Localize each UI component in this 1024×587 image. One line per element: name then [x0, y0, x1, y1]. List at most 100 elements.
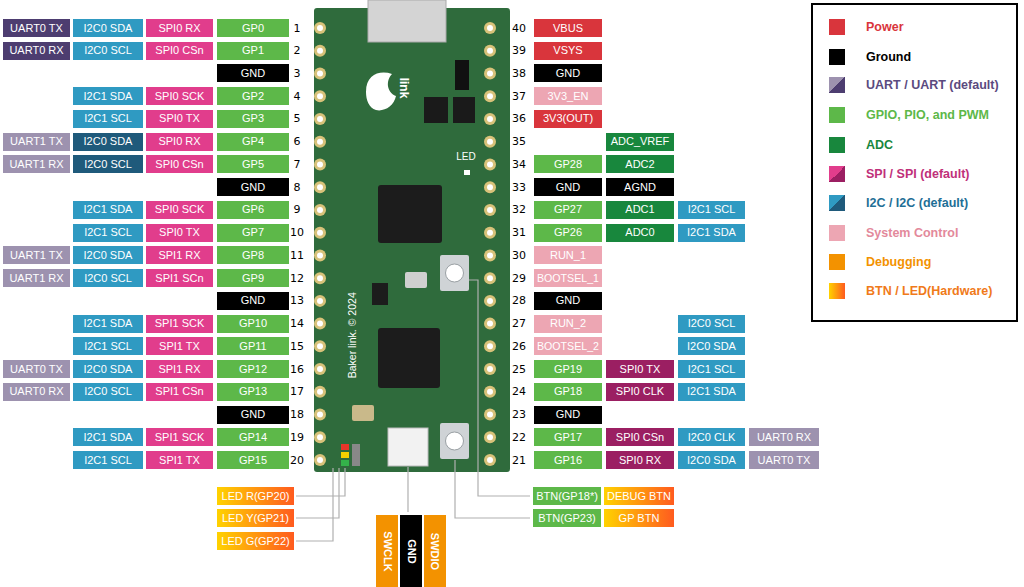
pin-function-text: 3V3_EN [548, 91, 589, 102]
leader-line [469, 280, 530, 496]
pin-function-text: GP19 [554, 364, 582, 375]
pin-function-label: I2C1 SCL [73, 451, 143, 469]
pad [484, 318, 496, 330]
pin-function-label: I2C0 SDA [73, 19, 143, 37]
pin-number: 8 [294, 182, 301, 193]
pin-function-label: SPI1 CSn [146, 383, 213, 401]
pad-hole [317, 343, 323, 349]
pin-number: 33 [512, 182, 526, 193]
pin-function-text: VBUS [553, 23, 583, 34]
legend-text: Debugging [866, 254, 931, 270]
pin-function-text: SWDIO [430, 532, 441, 569]
pin-function-text: LED R(GP20) [222, 491, 290, 502]
pin-function-label: GP4 [217, 133, 289, 151]
pad-hole [317, 48, 323, 54]
pin-function-label: BTN(GP18*) [533, 487, 601, 505]
pin-function-text: GP16 [554, 455, 582, 466]
legend-text: Power [866, 19, 904, 35]
pin-function-label: I2C0 CLK [678, 428, 745, 446]
pin-number: 12 [290, 273, 304, 284]
pin-function-text: GP9 [242, 273, 264, 284]
pin-function-text: I2C1 SDA [687, 227, 736, 238]
pad [484, 113, 496, 125]
pin-number: 4 [294, 91, 301, 102]
pad [314, 272, 326, 284]
pin-number: 1 [294, 23, 301, 34]
pin-function-label: I2C0 SCL [73, 155, 143, 173]
legend-swatch [829, 225, 845, 241]
pad [484, 431, 496, 443]
pin-function-text: UART0 RX [9, 386, 63, 397]
pad-hole [487, 434, 493, 440]
pin-number: 29 [512, 273, 526, 284]
pin-function-text: I2C1 SCL [84, 455, 132, 466]
debug-pin-label: SWCLK [376, 515, 398, 587]
pad [314, 318, 326, 330]
pin-number: 14 [290, 318, 304, 329]
legend-text: System Control [866, 225, 958, 241]
pin-function-text: I2C1 SDA [84, 91, 133, 102]
pad [314, 113, 326, 125]
pad-hole [487, 139, 493, 145]
pin-function-label: SPI0 CLK [606, 383, 674, 401]
pin-function-label: AGND [606, 178, 674, 196]
pad [484, 136, 496, 148]
pin-number: 36 [512, 113, 526, 124]
leader-lines [296, 280, 530, 541]
board-marking: Baker link. © 2024 [347, 292, 358, 378]
pin-function-text: GP11 [239, 341, 266, 352]
pin-function-label: SPI0 RX [146, 133, 213, 151]
pin-number: 2 [294, 45, 301, 56]
pin-function-text: I2C0 SDA [84, 136, 133, 147]
pin-function-text: GP28 [554, 159, 582, 170]
pin-function-text: GP0 [242, 23, 264, 34]
pin-function-text: SPI1 TX [159, 341, 200, 352]
pin-number: 31 [512, 227, 526, 238]
legend-swatch [829, 254, 845, 270]
pin-function-label: UART1 TX [3, 133, 70, 151]
pin-function-text: I2C0 SCL [84, 386, 132, 397]
pad [314, 136, 326, 148]
pin-function-label: GP19 [534, 360, 602, 378]
leader-line [407, 467, 408, 512]
pin-function-text: UART1 TX [10, 136, 63, 147]
pin-function-label: GP14 [217, 428, 289, 446]
pin-function-text: GP17 [554, 432, 582, 443]
legend-swatch [829, 49, 845, 65]
pin-function-label: BOOTSEL_2 [534, 337, 602, 355]
pin-function-text: GP7 [242, 227, 264, 238]
pad [484, 204, 496, 216]
pin-number: 35 [512, 136, 526, 147]
pin-function-text: GP1 [242, 45, 264, 56]
pin-function-label: UART0 RX [3, 383, 70, 401]
pin-function-label: I2C1 SCL [678, 201, 745, 219]
pin-function-label: VSYS [534, 42, 602, 60]
pad-hole [487, 457, 493, 463]
pin-function-label: GP0 [217, 19, 289, 37]
pin-function-label: SPI0 CSn [606, 428, 674, 446]
status-led [464, 170, 470, 175]
pin-function-label: SPI0 RX [606, 451, 674, 469]
chip [372, 283, 388, 305]
pin-number: 10 [290, 227, 304, 238]
pad-hole [317, 70, 323, 76]
pin-function-label: GP2 [217, 87, 289, 105]
legend-swatch [829, 195, 845, 211]
pin-function-text: GND [241, 295, 265, 306]
pad-hole [487, 412, 493, 418]
legend-text: UART / UART (default) [866, 77, 999, 93]
pad [314, 386, 326, 398]
pad [484, 227, 496, 239]
pin-function-label: I2C0 SCL [678, 315, 745, 333]
pin-function-text: BTN(GP23) [538, 513, 595, 524]
pin-function-text: ADC2 [625, 159, 654, 170]
pad-hole [317, 298, 323, 304]
legend-text: GPIO, PIO, and PWM [866, 107, 989, 123]
pin-function-text: LED Y(GP21) [222, 513, 289, 524]
pin-function-label: GP28 [534, 155, 602, 173]
pad-hole [487, 366, 493, 372]
pin-function-label: RUN_1 [534, 246, 602, 264]
pin-function-label: GP12 [217, 360, 289, 378]
pad [484, 158, 496, 170]
pin-number: 40 [512, 23, 526, 34]
